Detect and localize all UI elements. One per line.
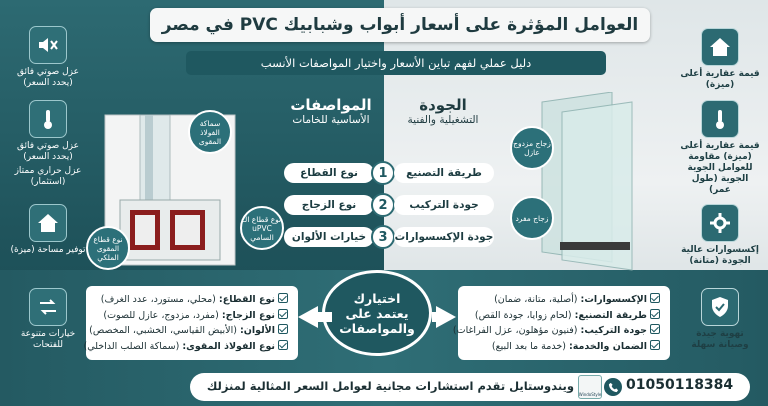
checkbox-icon <box>278 339 288 350</box>
feature-label: إكسسوارات عالية الجودة (متانة) <box>681 245 759 266</box>
step-number-3: 3 <box>371 225 395 249</box>
list-item: نوع الفولاذ المقوى: (سماكة الصلب الداخلي… <box>84 339 288 355</box>
feature-label: قيمة عقارية أعلى (ميزة) <box>680 69 760 90</box>
list-item: طريقة التصنيع: (لحام زوايا، جودة القص) <box>468 308 660 324</box>
spec-step-1: نوع القطاع <box>284 163 374 183</box>
checkbox-icon <box>650 293 660 303</box>
checkbox-icon <box>278 293 288 303</box>
quality-step-1: طريقة التصنيع <box>394 163 494 183</box>
arrow-bar <box>432 312 442 322</box>
right-arrow-icon <box>436 306 456 328</box>
list-item: الضمان والخدمة: (خدمة ما بعد البيع) <box>468 339 660 355</box>
feature-label: قيمة عقارية أعلى (ميزة) مقاومة للعوامل ا… <box>680 141 760 195</box>
feature-opening-options: خيارات متنوعة للفتحات <box>8 288 88 351</box>
gear-icon <box>701 204 739 242</box>
swap-arrows-icon <box>29 288 67 326</box>
feature-label: توفير مساحة (ميزة) <box>10 245 86 255</box>
quality-step-3: جودة الإكسسوارات <box>394 227 494 247</box>
callout-double-glass: زجاج مزدوج عازل <box>510 126 554 170</box>
checkbox-icon <box>278 308 288 319</box>
checkbox-icon <box>650 339 660 350</box>
checkbox-icon <box>650 324 660 334</box>
feature-accessories-quality: إكسسوارات عالية الجودة (متانة) <box>680 204 760 267</box>
spec-step-2: نوع الزجاج <box>284 195 374 215</box>
quality-step-2: جودة التركيب <box>394 195 494 215</box>
thermometer-icon <box>29 100 67 138</box>
callout-profile-type: نوع قطاع الـ uPVC السامي <box>240 206 284 250</box>
arrow-bar <box>318 312 332 322</box>
quality-heading: الجودة التشغيلية والفنية <box>407 96 479 126</box>
step-number-2: 2 <box>371 193 395 217</box>
feature-label: عزل صوتي فائق (يحدد السعر) <box>17 67 79 88</box>
feature-space-saving: توفير مساحة (ميزة) <box>8 204 88 256</box>
phone-icon <box>604 378 622 396</box>
feature-property-value: قيمة عقارية أعلى (ميزة) <box>680 28 760 91</box>
feature-thermal-insulation: عزل حراري ممتاز (استثمار) <box>8 166 88 188</box>
shield-check-icon <box>701 288 739 326</box>
step-number-1: 1 <box>371 161 395 185</box>
footer-bar: ويندوستايل تقدم استشارات مجانية لعوامل ا… <box>190 373 750 401</box>
phone-number[interactable]: 01050118384 <box>626 377 734 393</box>
feature-label: خيارات متنوعة للفتحات <box>20 329 76 350</box>
list-item: نوع الزجاج: (مفرد، مزدوج، عازل للصوت) <box>96 308 288 324</box>
checkbox-icon <box>278 324 288 334</box>
callout-single-glass: زجاج مفرد <box>510 196 554 240</box>
left-arrow-icon <box>298 306 318 328</box>
feature-label: تهوية جيدة وصيانة سهلة <box>691 329 749 350</box>
center-circle: اختيارك يعتمد على والمواصفات <box>322 270 432 356</box>
feature-label: عزل حراري ممتاز (استثمار) <box>14 166 82 187</box>
page-subtitle: دليل عملي لفهم تباين الأسعار واختيار الم… <box>186 51 606 75</box>
page-title: العوامل المؤثرة على أسعار أبواب وشبابيك … <box>150 8 650 42</box>
checkbox-icon <box>650 308 660 319</box>
list-item: الإكسسوارات: (أصلية، متانة، ضمان) <box>468 292 660 308</box>
feature-sound-insulation: عزل صوتي فائق (يحدد السعر) <box>8 26 88 89</box>
spec-step-3: خيارات الألوان <box>284 227 374 247</box>
feature-ventilation: تهوية جيدة وصيانة سهلة <box>680 288 760 351</box>
windostyle-logo: WindoStyle <box>578 375 602 399</box>
specs-list: نوع القطاع: (محلي، مستورد، عدد الغرف) نو… <box>84 286 298 360</box>
thermometer-icon <box>701 100 739 138</box>
house-icon <box>29 204 67 242</box>
list-item: جودة التركيب: (فنيون مؤهلون، عزل الفراغا… <box>453 323 660 339</box>
list-item: نوع القطاع: (محلي، مستورد، عدد الغرف) <box>96 292 288 308</box>
feature-sound-insulation-2: عزل صوتي فائق (يحدد السعر) <box>8 100 88 163</box>
footer-text: ويندوستايل تقدم استشارات مجانية لعوامل ا… <box>206 379 574 393</box>
house-icon <box>701 28 739 66</box>
callout-steel-thickness: سماكة الفولاذ المقوى <box>188 110 232 154</box>
quality-list: الإكسسوارات: (أصلية، متانة، ضمان) طريقة … <box>453 286 670 360</box>
glass-illustration <box>532 91 652 272</box>
feature-weather-resistance: قيمة عقارية أعلى (ميزة) مقاومة للعوامل ا… <box>680 100 760 196</box>
list-item: الألوان: (الأبيض القياسي، الخشبي، المخصص… <box>89 323 288 339</box>
speaker-mute-icon <box>29 26 67 64</box>
specs-heading: المواصفات الأساسية للخامات <box>290 96 372 126</box>
callout-reinforced-profile: نوع قطاع المقوى الملكي <box>86 226 130 270</box>
feature-label: عزل صوتي فائق (يحدد السعر) <box>17 141 79 162</box>
